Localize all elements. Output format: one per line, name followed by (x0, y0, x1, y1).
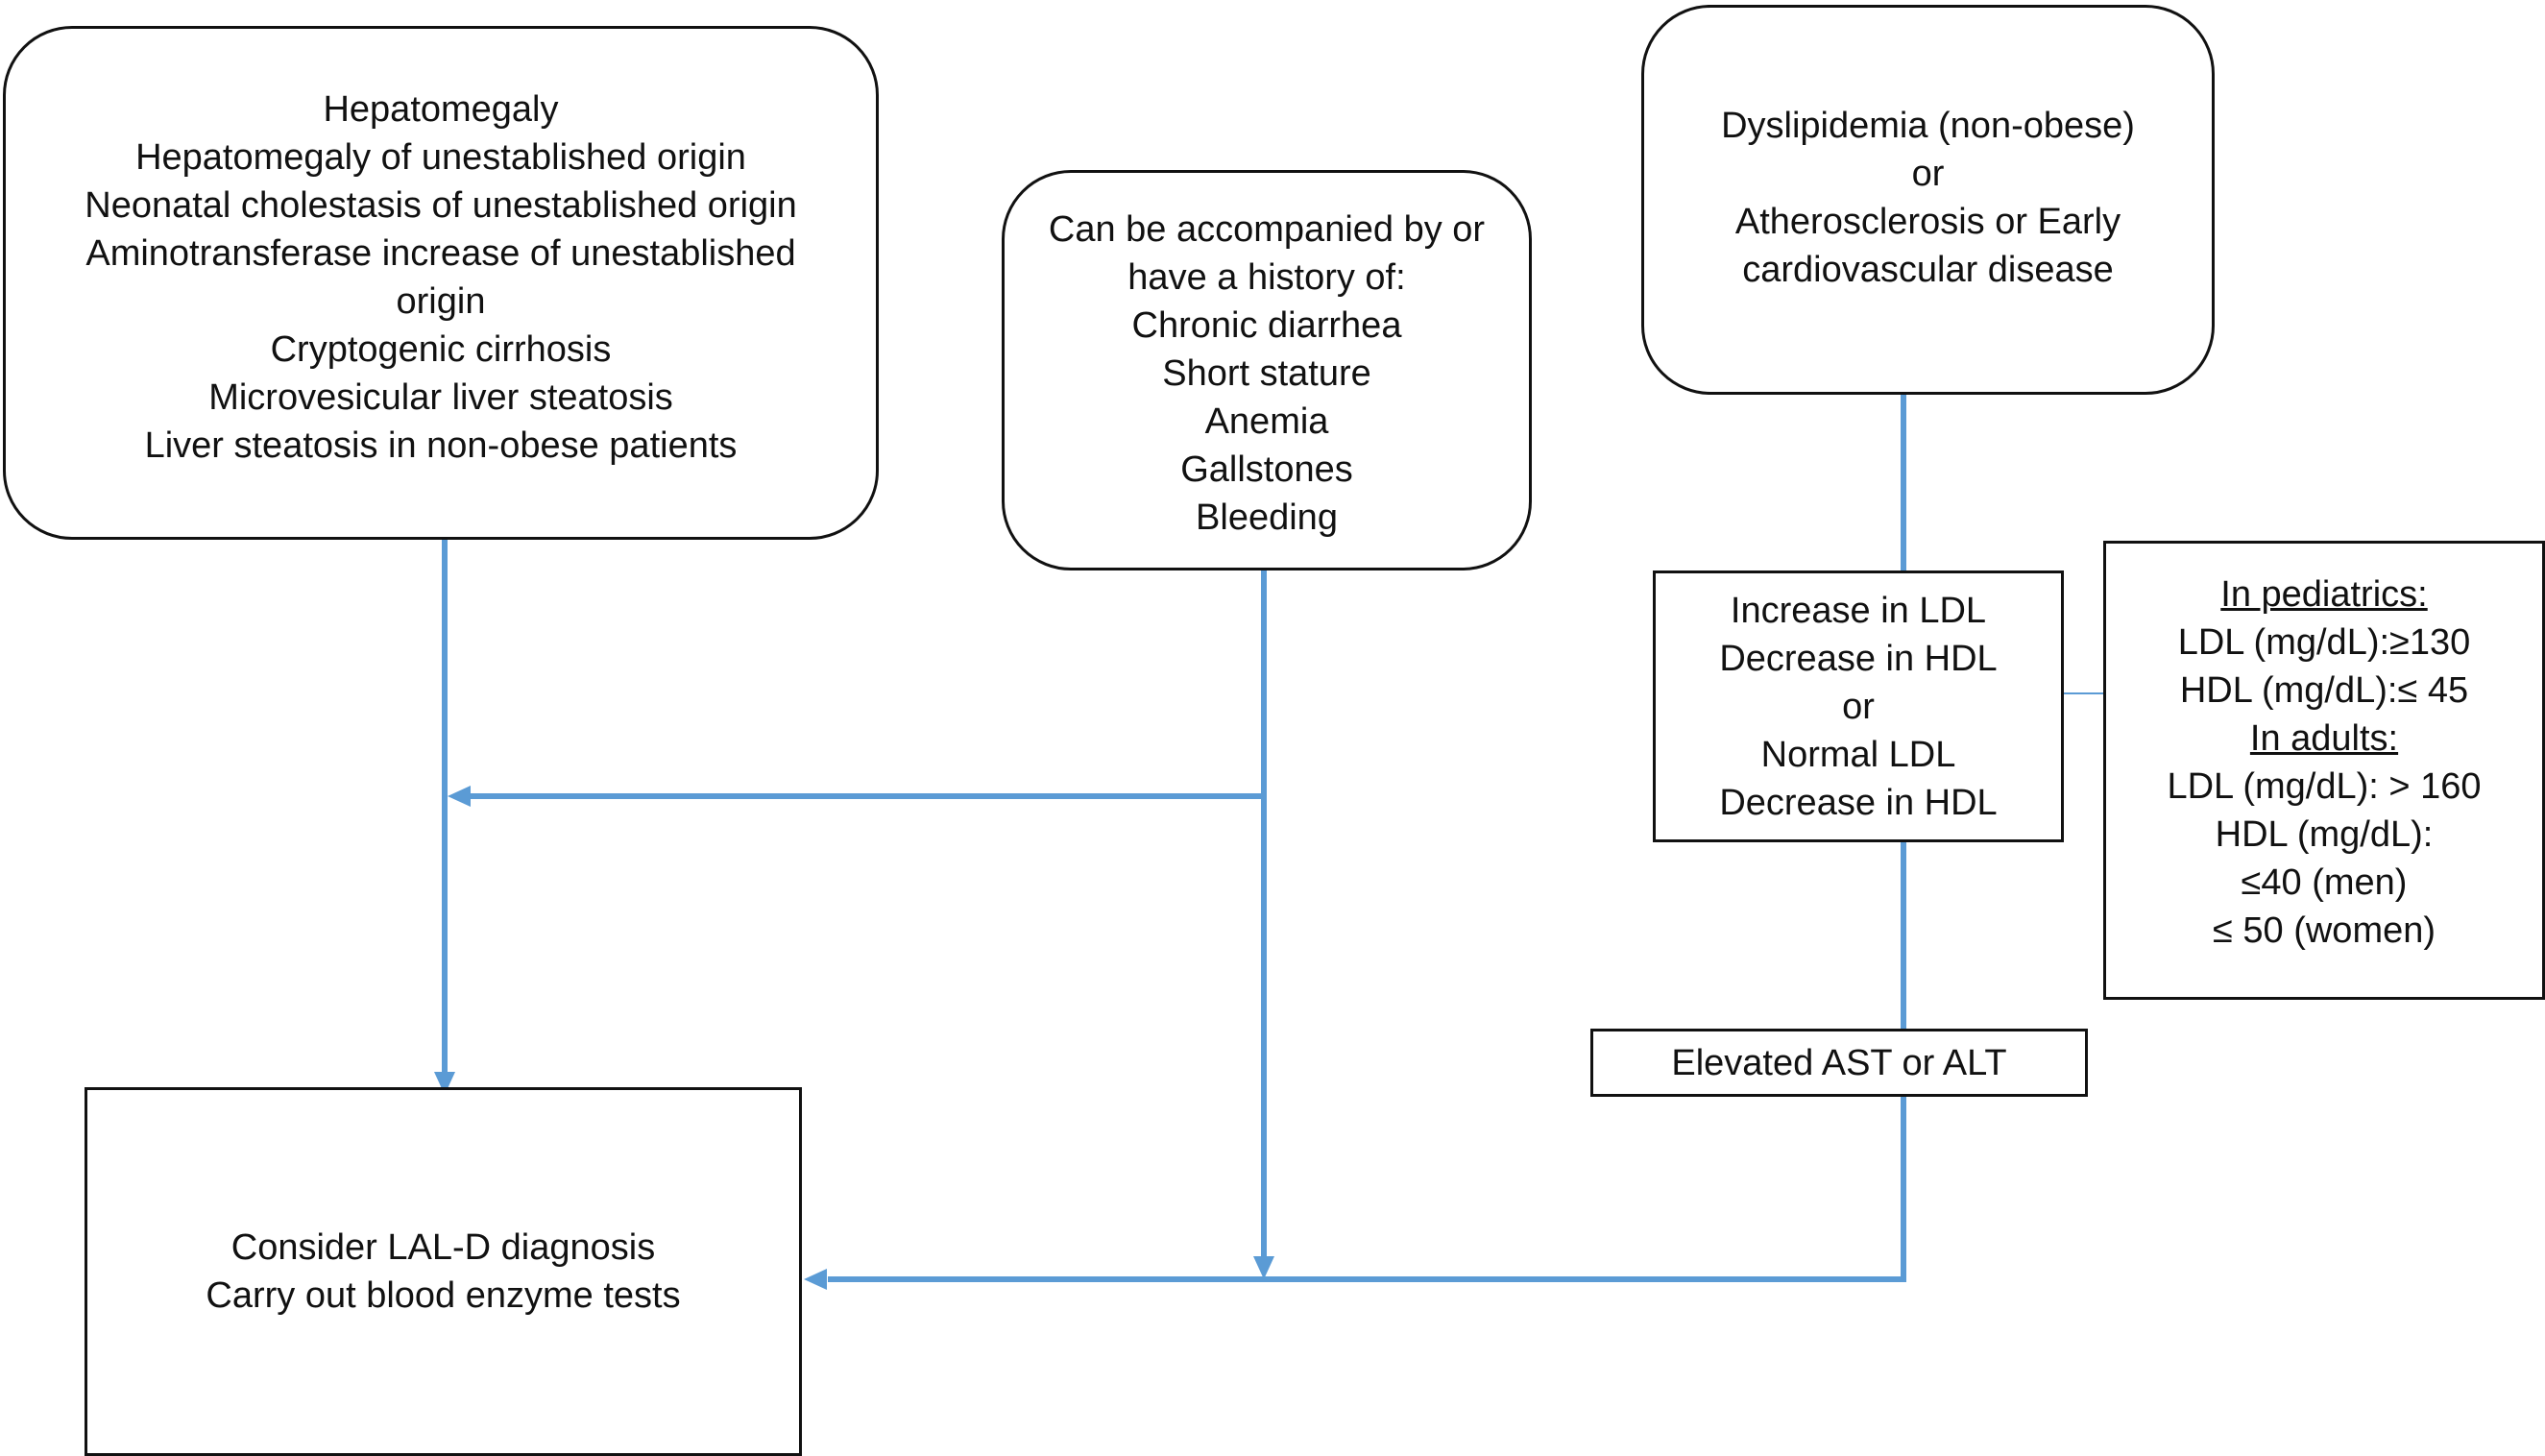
lipid-line: Decrease in HDL (1719, 782, 1998, 823)
dyslipidemia-line: or (1911, 154, 1945, 194)
dyslipidemia-box: Dyslipidemia (non-obese) or Atherosclero… (1641, 5, 2215, 395)
arrowhead-history-left (448, 786, 471, 807)
pediatrics-heading: In pediatrics: (2220, 574, 2428, 615)
reference-line: HDL (mg/dL): (2215, 814, 2434, 855)
arrowhead-into-result-top (434, 1072, 455, 1095)
arrowhead-into-result-right (804, 1269, 827, 1290)
adults-heading: In adults: (2249, 718, 2399, 759)
dyslipidemia-line: Atherosclerosis or Early (1734, 202, 2121, 242)
symptom-line: Hepatomegaly (323, 89, 559, 130)
lipid-line: Normal LDL (1760, 734, 1956, 775)
history-line: Gallstones (1180, 449, 1353, 490)
reference-line: ≤40 (men) (2241, 862, 2408, 903)
elevated-enzymes-text: Elevated AST or ALT (1671, 1042, 2007, 1083)
result-line: Consider LAL-D diagnosis (230, 1227, 656, 1268)
history-line: Short stature (1162, 353, 1371, 394)
symptom-line: Aminotransferase increase of unestablish… (85, 233, 796, 274)
reference-line: ≤ 50 (women) (2212, 910, 2436, 951)
dyslipidemia-line: cardiovascular disease (1742, 250, 2114, 290)
symptom-line: Liver steatosis in non-obese patients (144, 425, 738, 466)
symptom-line: Microvesicular liver steatosis (208, 377, 673, 418)
history-line: Can be accompanied by or (1048, 209, 1486, 250)
result-line: Carry out blood enzyme tests (206, 1275, 681, 1316)
symptoms-box: Hepatomegaly Hepatomegaly of unestablish… (3, 26, 879, 540)
reference-line: LDL (mg/dL): > 160 (2167, 766, 2482, 807)
lipid-line: Increase in LDL (1730, 590, 1987, 631)
reference-line: HDL (mg/dL):≤ 45 (2179, 670, 2469, 711)
elevated-enzymes-box: Elevated AST or ALT (1590, 1029, 2088, 1097)
history-box: Can be accompanied by or have a history … (1002, 170, 1532, 570)
lipid-change-box: Increase in LDL Decrease in HDL or Norma… (1653, 570, 2064, 842)
history-line: Anemia (1204, 401, 1329, 442)
history-line: Chronic diarrhea (1131, 305, 1402, 346)
lipid-line: or (1842, 686, 1875, 727)
history-line: Bleeding (1196, 497, 1338, 538)
reference-values-box: In pediatrics: LDL (mg/dL):≥130 HDL (mg/… (2103, 541, 2545, 1000)
symptom-line: Neonatal cholestasis of unestablished or… (85, 185, 797, 226)
symptom-line: Hepatomegaly of unestablished origin (135, 137, 746, 178)
dyslipidemia-line: Dyslipidemia (non-obese) (1721, 106, 2135, 146)
lipid-line: Decrease in HDL (1719, 638, 1998, 679)
symptom-line: origin (396, 281, 486, 322)
symptom-line: Cryptogenic cirrhosis (270, 329, 612, 370)
result-box: Consider LAL-D diagnosis Carry out blood… (85, 1087, 802, 1456)
reference-line: LDL (mg/dL):≥130 (2177, 622, 2471, 663)
arrowhead-history-down (1253, 1256, 1274, 1279)
connector-elevated-to-result (828, 1097, 1906, 1282)
history-line: have a history of: (1127, 257, 1406, 298)
